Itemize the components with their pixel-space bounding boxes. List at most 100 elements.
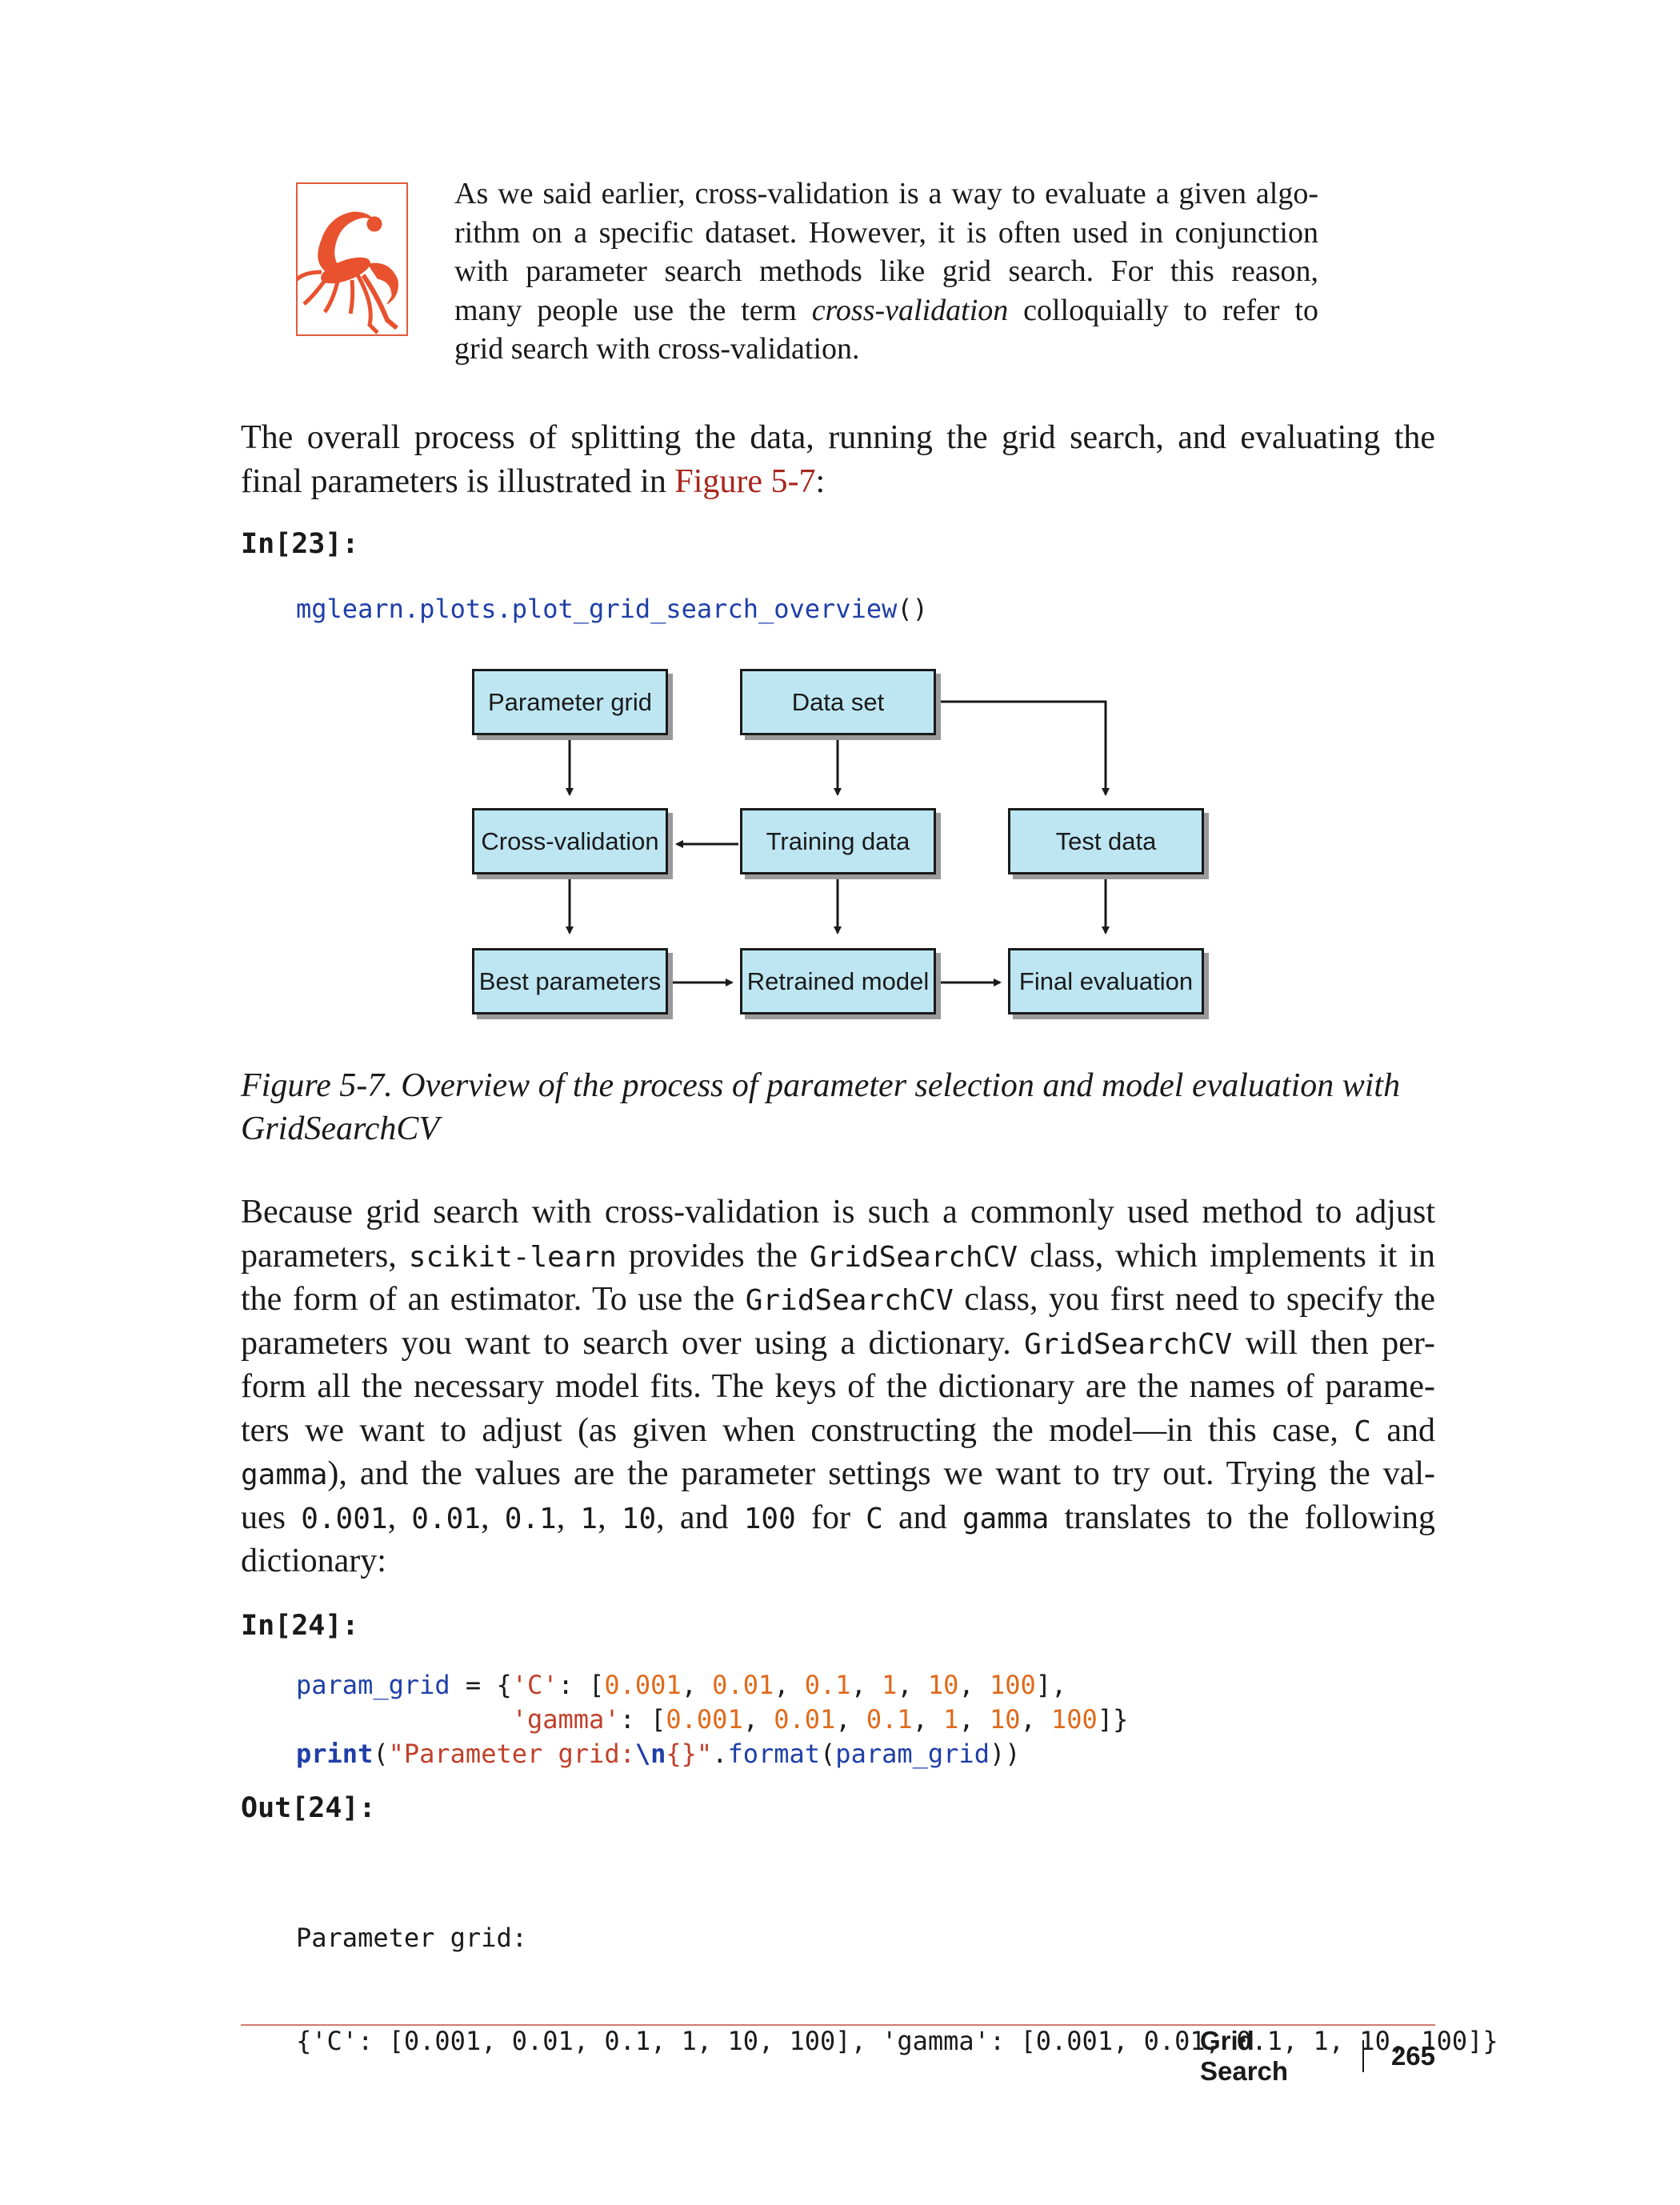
text-run: parameters you want to search over using… xyxy=(241,1324,1025,1362)
code-token: , xyxy=(850,1670,882,1700)
code-token: , xyxy=(912,1704,944,1735)
note-line: As we said earlier, cross-validation is … xyxy=(454,177,1318,210)
code-token: , xyxy=(835,1704,866,1735)
code-token: , xyxy=(681,1670,713,1700)
output-line: Parameter grid: xyxy=(296,1923,527,1953)
scorpion-icon xyxy=(294,182,408,336)
inline-code: gamma xyxy=(241,1459,328,1491)
text-run: , xyxy=(387,1499,412,1536)
note-line: many people use the term cross-validatio… xyxy=(454,293,1318,327)
box-retrained-model: Retrained model xyxy=(740,948,936,1014)
code-token: {}" xyxy=(666,1739,713,1769)
text-run: class, which implements it in xyxy=(1018,1237,1435,1275)
code-token: 'gamma' xyxy=(511,1704,620,1735)
box-best-parameters: Best parameters xyxy=(472,948,668,1014)
code-token: print xyxy=(296,1739,374,1769)
code-token: : [ xyxy=(619,1704,666,1735)
figure-link[interactable]: Figure 5-7 xyxy=(674,462,816,500)
code-token xyxy=(296,1704,512,1735)
code-token: 100 xyxy=(1051,1704,1098,1735)
text-run: form all the necessary model fits. The k… xyxy=(241,1368,1435,1405)
inline-code: 0.1 xyxy=(504,1502,557,1535)
paragraph-intro: The overall process of splitting the dat… xyxy=(241,416,1435,503)
inline-code: 1 xyxy=(580,1502,598,1535)
text-run: and xyxy=(882,1499,962,1536)
code-token: 10 xyxy=(927,1670,959,1700)
code-token: , xyxy=(897,1670,928,1700)
paragraph-line: parameters, scikit-learn provides the Gr… xyxy=(241,1235,1435,1279)
code-token: 0.001 xyxy=(666,1704,743,1735)
text-run: , xyxy=(598,1499,622,1536)
paragraph-line: ues 0.001, 0.01, 0.1, 1, 10, and 100 for… xyxy=(241,1496,1435,1540)
inline-code: 100 xyxy=(743,1502,796,1535)
code-token: 0.01 xyxy=(774,1704,836,1735)
code-token: ( xyxy=(373,1739,389,1769)
text-run: Because grid search with cross-validatio… xyxy=(241,1194,1435,1231)
text-run: ), and the values are the parameter sett… xyxy=(327,1455,1435,1492)
inline-code: C xyxy=(866,1502,883,1535)
code-token: ]} xyxy=(1097,1704,1129,1735)
inline-code: 0.01 xyxy=(411,1502,481,1535)
text-run: for xyxy=(795,1499,866,1536)
code-token: = { xyxy=(450,1670,512,1700)
paragraph-line: gamma), and the values are the parameter… xyxy=(241,1452,1435,1496)
paragraph-line: form all the necessary model fits. The k… xyxy=(241,1365,1435,1409)
inline-code: 0.001 xyxy=(301,1502,388,1535)
code-token: . xyxy=(712,1739,728,1769)
section-title: Grid Search xyxy=(1200,2026,1289,2086)
code-token: ( xyxy=(820,1739,836,1769)
code-token: format xyxy=(727,1739,821,1769)
box-data-set: Data set xyxy=(740,669,936,735)
code-token: : [ xyxy=(558,1670,605,1700)
code-block: mglearn.plots.plot_grid_search_overview(… xyxy=(296,594,928,624)
code-token: , xyxy=(742,1704,774,1735)
text-run: dictionary: xyxy=(241,1543,386,1579)
figure-caption: Figure 5-7. Overview of the process of p… xyxy=(241,1064,1457,1151)
code-token: 0.001 xyxy=(604,1670,682,1700)
caption-line: Figure 5-7. Overview of the process of p… xyxy=(241,1067,1401,1104)
output-line: {'C': [0.001, 0.01, 0.1, 1, 10, 100], 'g… xyxy=(296,2026,1498,2056)
page-footer: Grid Search 265 xyxy=(1200,2026,1435,2086)
text-run: ues xyxy=(241,1499,302,1536)
note-line: with parameter search methods like grid … xyxy=(454,254,1318,288)
text-run: parameters, xyxy=(241,1237,409,1275)
inline-code: C xyxy=(1354,1415,1371,1448)
paragraph-line: the form of an estimator. To use the Gri… xyxy=(241,1278,1435,1322)
code-token: param_grid xyxy=(296,1670,450,1700)
box-test-data: Test data xyxy=(1008,808,1204,874)
code-token: , xyxy=(774,1670,805,1700)
text-run: translates to the following xyxy=(1049,1499,1435,1536)
code-token: , xyxy=(958,1670,990,1700)
code-token: )) xyxy=(989,1739,1021,1769)
inline-code: scikit-learn xyxy=(408,1240,617,1274)
box-parameter-grid: Parameter grid xyxy=(472,669,668,735)
paragraph-line: ters we want to adjust (as given when co… xyxy=(241,1409,1435,1453)
code-token: 1 xyxy=(943,1704,959,1735)
code-token: 1 xyxy=(882,1670,898,1700)
code-token: , xyxy=(958,1704,990,1735)
text-run: , and xyxy=(656,1499,744,1536)
inline-code: 10 xyxy=(621,1502,657,1535)
arrow-data-to-test xyxy=(938,700,1110,796)
note-text: As we said earlier, cross-validation is … xyxy=(454,174,1318,369)
text-run: will then per- xyxy=(1232,1324,1435,1362)
footer-separator xyxy=(1362,2040,1364,2072)
note-line: grid search with cross-validation. xyxy=(454,332,860,366)
page-number: 265 xyxy=(1390,2041,1435,2071)
inline-code: GridSearchCV xyxy=(809,1240,1018,1274)
code-token: 0.01 xyxy=(712,1670,774,1700)
paragraph-line: The overall process of splitting the dat… xyxy=(241,419,1435,456)
input-prompt: In[23]: xyxy=(241,528,359,560)
code-token: ], xyxy=(1035,1670,1067,1700)
box-training-data: Training data xyxy=(740,808,936,874)
code-block: param_grid = {'C': [0.001, 0.01, 0.1, 1,… xyxy=(296,1668,1128,1771)
inline-code: GridSearchCV xyxy=(745,1284,954,1317)
code-token: 0.1 xyxy=(804,1670,851,1700)
text-run: , xyxy=(556,1499,581,1536)
note-line: rithm on a specific dataset. However, it… xyxy=(454,215,1318,250)
code-line: print("Parameter grid:\n{}".format(param… xyxy=(296,1737,1128,1771)
paragraph-line: dictionary: xyxy=(241,1539,1435,1583)
code-line: param_grid = {'C': [0.001, 0.01, 0.1, 1,… xyxy=(296,1668,1128,1703)
text-run: the form of an estimator. To use the xyxy=(241,1281,746,1318)
text-run: class, you first need to specify the xyxy=(953,1281,1435,1318)
